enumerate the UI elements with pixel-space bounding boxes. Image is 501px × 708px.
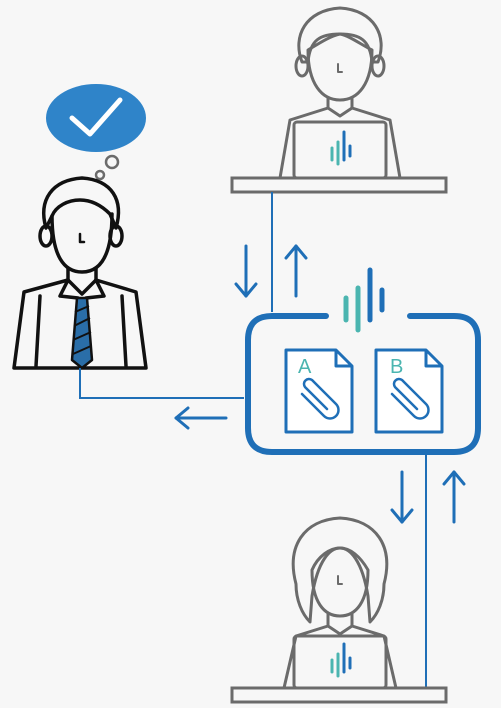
bottom-laptop-logo-icon — [330, 642, 352, 678]
arrow-down-from-hub-icon — [390, 470, 414, 524]
document-b-letter: B — [390, 356, 403, 378]
top-desk — [230, 176, 448, 194]
manager-tie — [70, 296, 94, 370]
document-hub — [245, 313, 481, 455]
arrow-left-to-manager-icon — [174, 406, 228, 430]
arrow-up-from-hub-icon — [284, 244, 308, 298]
arrow-up-to-hub-icon — [442, 470, 466, 524]
hub-logo-icon — [343, 267, 385, 333]
top-employee — [278, 6, 402, 180]
arrow-down-to-hub-icon — [234, 244, 258, 298]
connector-lines — [79, 192, 427, 688]
approval-thought-bubble-icon — [46, 84, 146, 181]
document-b: B — [374, 348, 444, 434]
document-a-paperclip-icon — [300, 377, 340, 420]
bottom-employee — [282, 516, 398, 690]
bottom-desk — [230, 686, 448, 704]
top-laptop-logo-icon — [330, 130, 352, 166]
document-a-letter: A — [298, 356, 312, 378]
document-a: A — [284, 348, 354, 434]
document-b-paperclip-icon — [390, 377, 430, 420]
manager — [12, 176, 148, 370]
